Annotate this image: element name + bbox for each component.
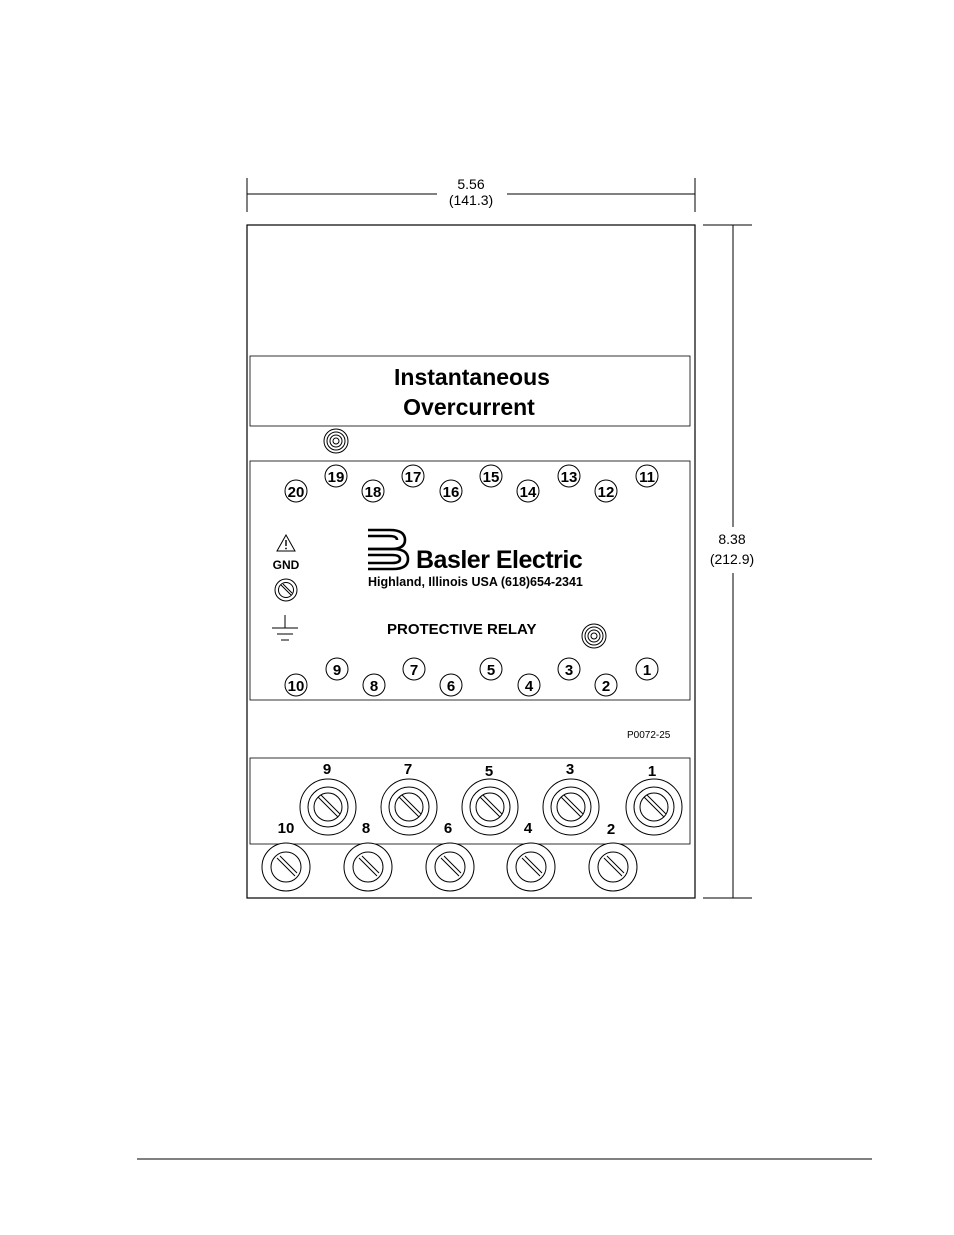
svg-text:14: 14 bbox=[520, 484, 537, 501]
svg-text:2: 2 bbox=[602, 678, 610, 695]
terminal-16: 16 bbox=[439, 479, 463, 503]
svg-text:5: 5 bbox=[487, 662, 495, 679]
terminal-6: 6 bbox=[439, 673, 463, 697]
earth-ground-icon bbox=[272, 615, 298, 641]
svg-text:15: 15 bbox=[483, 469, 500, 486]
height-mm: (212.9) bbox=[710, 551, 754, 567]
terminal-13: 13 bbox=[557, 464, 581, 488]
terminal-7: 7 bbox=[402, 657, 426, 681]
screw-terminal-9 bbox=[299, 778, 357, 836]
label-line-1: Instantaneous bbox=[394, 364, 550, 390]
screw-label-2: 2 bbox=[607, 821, 615, 838]
svg-text:4: 4 bbox=[525, 678, 534, 695]
adjustment-knob-top bbox=[323, 428, 349, 454]
screw-terminal-5 bbox=[461, 778, 519, 836]
terminal-row-top: 20 19 18 17 16 15 14 13 12 11 bbox=[284, 464, 659, 503]
part-number: P0072-25 bbox=[627, 730, 671, 741]
screw-terminal-block bbox=[249, 757, 691, 845]
terminal-5: 5 bbox=[479, 657, 503, 681]
terminal-12: 12 bbox=[594, 479, 618, 503]
height-dimension bbox=[703, 224, 752, 899]
screw-label-3: 3 bbox=[566, 761, 574, 778]
terminal-19: 19 bbox=[324, 464, 348, 488]
terminal-20: 20 bbox=[284, 479, 308, 503]
svg-text:12: 12 bbox=[598, 484, 615, 501]
svg-text:6: 6 bbox=[447, 678, 455, 695]
svg-text:3: 3 bbox=[565, 662, 573, 679]
terminal-8: 8 bbox=[362, 673, 386, 697]
screw-terminal-row-lower bbox=[261, 842, 638, 892]
screw-label-5: 5 bbox=[485, 763, 493, 780]
svg-text:9: 9 bbox=[333, 662, 341, 679]
terminal-17: 17 bbox=[401, 464, 425, 488]
screw-terminal-6 bbox=[425, 842, 475, 892]
terminal-panel bbox=[249, 460, 691, 701]
svg-text:8: 8 bbox=[370, 678, 378, 695]
terminal-2: 2 bbox=[594, 673, 618, 697]
label-line-2: Overcurrent bbox=[403, 394, 535, 420]
screw-terminal-row-upper bbox=[299, 778, 683, 836]
terminal-15: 15 bbox=[479, 464, 503, 488]
ground-screw-icon bbox=[274, 578, 298, 602]
screw-terminal-1 bbox=[625, 778, 683, 836]
screw-label-8: 8 bbox=[362, 820, 370, 837]
brand-name: Basler Electric bbox=[416, 546, 583, 574]
screw-label-6: 6 bbox=[444, 820, 452, 837]
warning-triangle-icon bbox=[276, 533, 296, 552]
label-panel bbox=[249, 355, 691, 427]
screw-label-7: 7 bbox=[404, 761, 412, 778]
width-dimension bbox=[246, 178, 696, 212]
svg-text:19: 19 bbox=[328, 469, 345, 486]
svg-text:10: 10 bbox=[288, 678, 305, 695]
svg-text:20: 20 bbox=[288, 484, 305, 501]
protective-relay-label: PROTECTIVE RELAY bbox=[387, 621, 536, 638]
terminal-9: 9 bbox=[325, 657, 349, 681]
terminal-10: 10 bbox=[284, 673, 308, 697]
terminal-row-bottom: 10 9 8 7 6 5 4 3 2 1 bbox=[284, 657, 659, 697]
height-inches: 8.38 bbox=[718, 531, 745, 547]
screw-terminal-2 bbox=[588, 842, 638, 892]
terminal-3: 3 bbox=[557, 657, 581, 681]
screw-label-4: 4 bbox=[524, 820, 533, 837]
basler-logo-icon bbox=[368, 528, 410, 571]
terminal-4: 4 bbox=[517, 673, 541, 697]
svg-text:16: 16 bbox=[443, 484, 460, 501]
svg-text:18: 18 bbox=[365, 484, 382, 501]
gnd-label: GND bbox=[273, 558, 300, 572]
svg-text:7: 7 bbox=[410, 662, 418, 679]
screw-terminal-3 bbox=[542, 778, 600, 836]
terminal-11: 11 bbox=[635, 464, 659, 488]
svg-text:17: 17 bbox=[405, 469, 422, 486]
screw-terminal-8 bbox=[343, 842, 393, 892]
screw-terminal-7 bbox=[380, 778, 438, 836]
adjustment-knob-relay bbox=[581, 623, 607, 649]
svg-text:13: 13 bbox=[561, 469, 578, 486]
screw-label-1: 1 bbox=[648, 763, 656, 780]
svg-text:1: 1 bbox=[643, 662, 651, 679]
svg-text:11: 11 bbox=[639, 469, 655, 486]
width-inches: 5.56 bbox=[457, 176, 484, 192]
width-mm: (141.3) bbox=[449, 192, 493, 208]
screw-label-9: 9 bbox=[323, 761, 331, 778]
terminal-14: 14 bbox=[516, 479, 540, 503]
screw-label-10: 10 bbox=[278, 820, 295, 837]
terminal-1: 1 bbox=[635, 657, 659, 681]
screw-terminal-4 bbox=[506, 842, 556, 892]
terminal-18: 18 bbox=[361, 479, 385, 503]
brand-address: Highland, Illinois USA (618)654-2341 bbox=[368, 575, 583, 589]
screw-terminal-10 bbox=[261, 842, 311, 892]
